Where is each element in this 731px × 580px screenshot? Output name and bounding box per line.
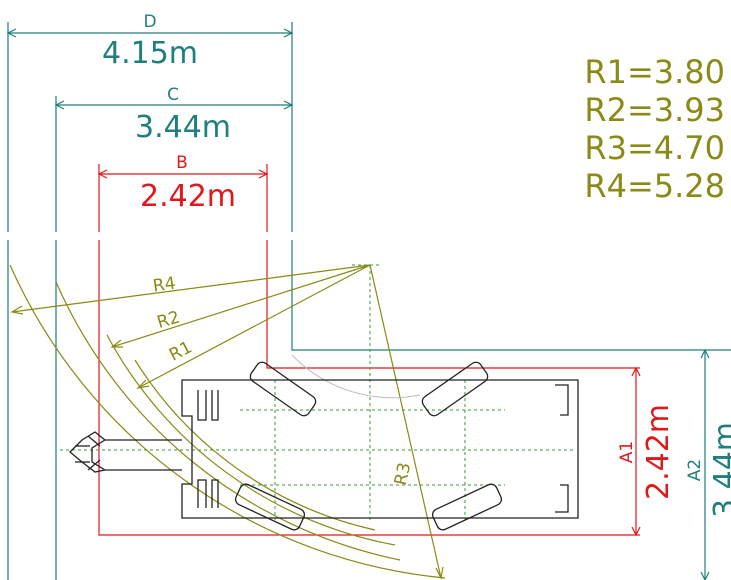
- dim-b-label: B: [176, 153, 188, 173]
- vehicle-outline: [69, 361, 579, 531]
- dim-c-value: 3.44m: [135, 110, 231, 145]
- dim-a2-value: 3.44m: [708, 422, 731, 518]
- radii-row-r4: R4=5.28: [584, 167, 725, 205]
- teal-dimension-lines: [6, 22, 731, 580]
- r1-line-label: R1: [166, 337, 195, 365]
- dim-a2-label: A2: [685, 459, 705, 481]
- radii-table: R1=3.80 R2=3.93 R3=4.70 R4=5.28: [584, 53, 725, 205]
- radius-lines: [10, 264, 444, 580]
- r3-line-label: R3: [391, 461, 415, 487]
- dim-c-label: C: [167, 85, 179, 105]
- dim-a1-label: A1: [617, 441, 637, 463]
- turning-arcs: [9, 264, 446, 579]
- r4-line-label: R4: [152, 274, 177, 297]
- green-centerlines: [60, 264, 575, 520]
- dim-d-label: D: [143, 12, 156, 32]
- radii-row-r1: R1=3.80: [584, 53, 725, 91]
- radii-row-r2: R2=3.93: [584, 91, 725, 129]
- dim-d-value: 4.15m: [102, 36, 198, 71]
- dim-b-value: 2.42m: [140, 179, 236, 214]
- radii-row-r3: R3=4.70: [584, 129, 725, 167]
- red-dimension-lines: [97, 164, 641, 537]
- swept-body-arc: [291, 354, 421, 399]
- dim-a1-value: 2.42m: [641, 404, 676, 500]
- r2-line-label: R2: [155, 307, 182, 333]
